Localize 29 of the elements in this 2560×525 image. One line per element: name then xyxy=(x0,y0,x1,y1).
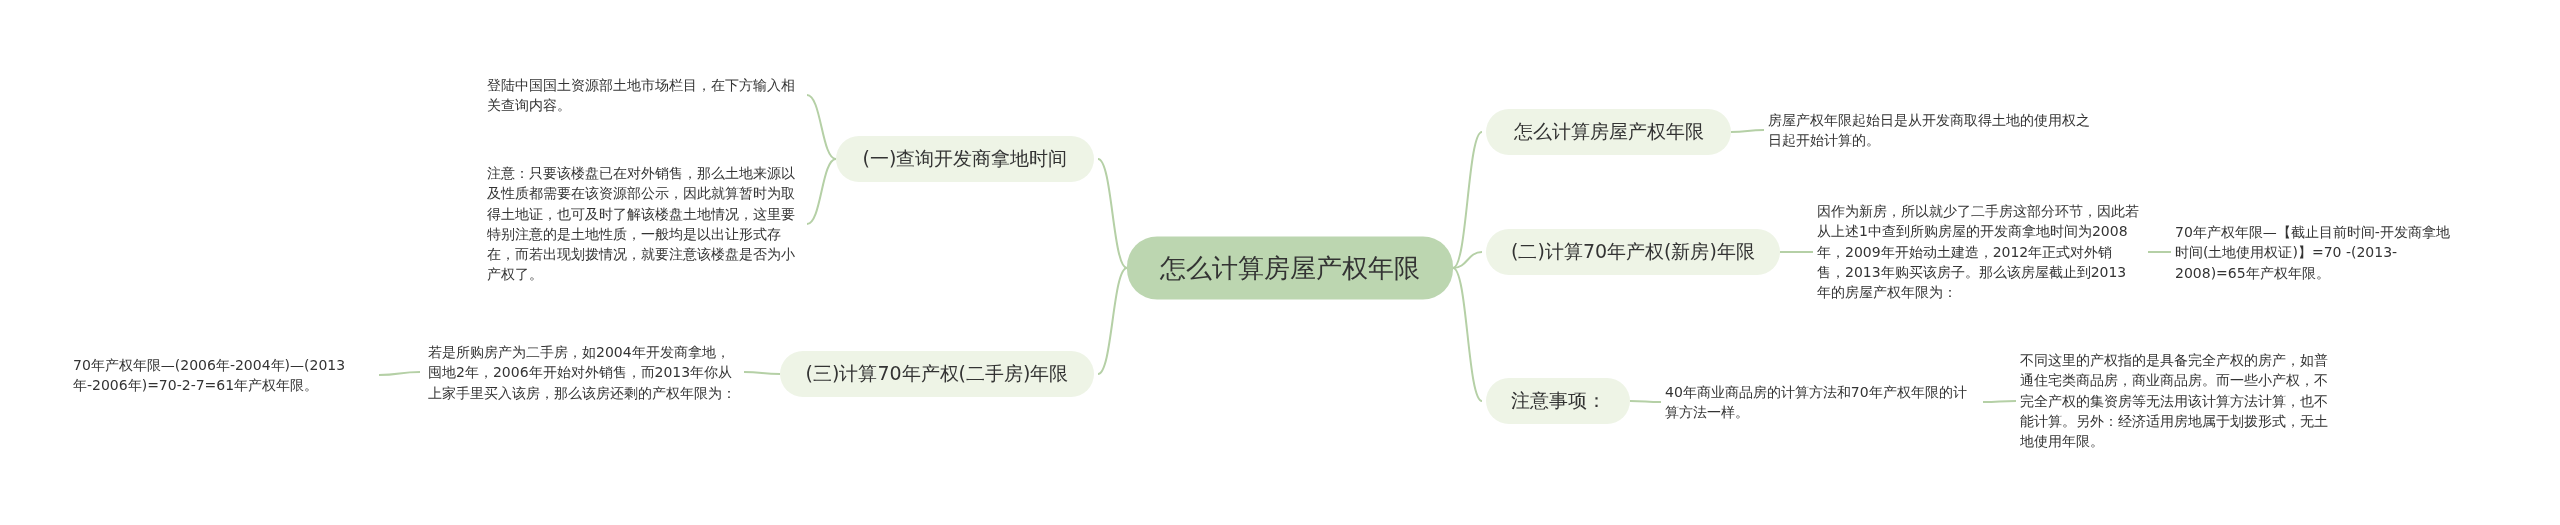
connector-line xyxy=(378,371,421,376)
note-text: 注意：只要该楼盘已在对外销售，那么土地来源以及性质都需要在该资源部公示，因此就算暂时为取得土地证，也可及时了解该楼盘土地情况，这里要特别注意的是土地性质，一般均是以出让形式存在，而若出现划拨情况，就要注意该楼盘是否为小产权了。 xyxy=(487,163,803,285)
connector-line xyxy=(743,371,781,375)
branch-topic: 怎么计算房屋产权年限 xyxy=(1486,109,1731,155)
connector-line xyxy=(1097,158,1128,269)
connector-line xyxy=(1730,129,1765,133)
branch-topic: 注意事项： xyxy=(1486,378,1630,424)
connector-line xyxy=(1629,400,1662,403)
connector-line xyxy=(1779,251,1814,253)
note-text: 登陆中国国土资源部土地市场栏目，在下方输入相关查询内容。 xyxy=(487,74,803,116)
connector-line xyxy=(1452,131,1483,269)
branch-topic: (三)计算70年产权(二手房)年限 xyxy=(780,351,1094,397)
connector-line xyxy=(1097,267,1128,375)
note-text: 若是所购房产为二手房，如2004年开发商拿地，囤地2年，2006年开始对外销售，而2013年你从上家手里买入该房，那么该房还剩的产权年限为： xyxy=(428,341,740,403)
note-text: 房屋产权年限起始日是从开发商取得土地的使用权之日起开始计算的。 xyxy=(1768,109,2090,151)
connector-line xyxy=(1982,400,2017,403)
branch-topic: (二)计算70年产权(新房)年限 xyxy=(1486,229,1780,275)
connector-line xyxy=(806,158,837,225)
connector-line xyxy=(2147,251,2172,253)
connector-line xyxy=(806,94,837,160)
note-text: 70年产权年限—(2006年-2004年)—(2013年-2006年)=70-2-7=61年产权年限。 xyxy=(73,354,375,396)
central-topic: 怎么计算房屋产权年限 xyxy=(1127,236,1453,300)
note-text: 不同这里的产权指的是具备完全产权的房产，如普通住宅类商品房，商业商品房。而一些小产权，不完全产权的集资房等无法用该计算方法计算，也不能计算。另外：经济适用房地属于划拨形式，无土地使用年限。 xyxy=(2020,350,2340,452)
branch-topic: (一)查询开发商拿地时间 xyxy=(836,136,1094,182)
note-text: 因作为新房，所以就少了二手房这部分环节，因此若从上述1中查到所购房屋的开发商拿地时间为2008年，2009年开始动土建造，2012年正式对外销售，2013年购买该房子。那么该房屋截止到2013年的房屋产权年限为： xyxy=(1817,201,2140,303)
connector-line xyxy=(1452,251,1483,269)
connector-line xyxy=(1452,267,1483,402)
note-text: 70年产权年限—【截止目前时间-开发商拿地时间(土地使用权证)】=70 -(2013-2008)=65年产权年限。 xyxy=(2175,221,2450,283)
note-text: 40年商业商品房的计算方法和70年产权年限的计算方法一样。 xyxy=(1665,381,1975,423)
